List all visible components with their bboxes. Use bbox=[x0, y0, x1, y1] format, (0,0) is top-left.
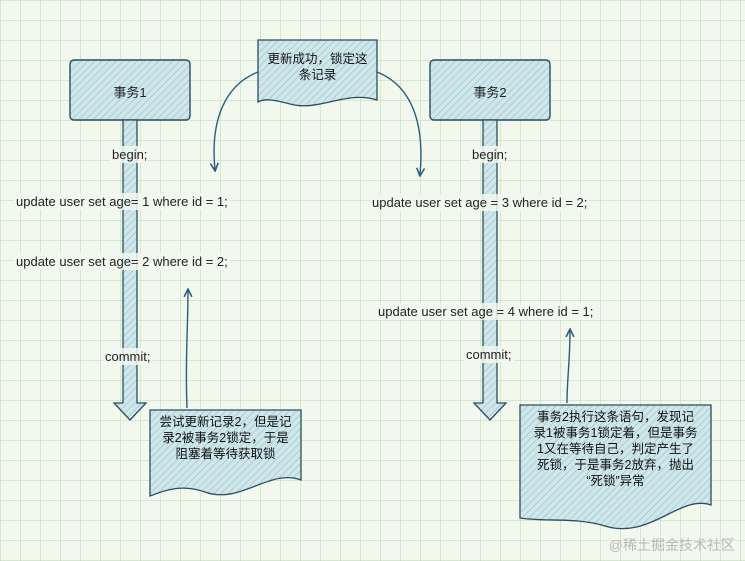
tx2-step-update-2: update user set age = 4 where id = 1; bbox=[376, 303, 596, 320]
top-note-shape bbox=[257, 39, 378, 107]
top-note-line: 条记录 bbox=[298, 68, 337, 82]
tx1-step-update-1: update user set age= 1 where id = 1; bbox=[14, 193, 230, 210]
tx2-step-begin: begin; bbox=[470, 146, 510, 163]
tx2-box bbox=[429, 59, 551, 121]
tx2-note-shape bbox=[519, 404, 712, 530]
tx2-timeline-arrow bbox=[472, 119, 508, 421]
tx1-note-line: 尝试更新记录2，但是记 bbox=[159, 415, 292, 429]
tx2-note-line: “死锁”异常 bbox=[586, 474, 645, 488]
tx1-step-commit: commit; bbox=[103, 348, 153, 365]
tx1-note-text: 尝试更新记录2，但是记 录2被事务2锁定，于是 阻塞着等待获取锁 bbox=[150, 414, 301, 462]
tx1-timeline-arrow bbox=[112, 119, 148, 421]
watermark: @稀土掘金技术社区 bbox=[608, 537, 735, 553]
tx2-step-update-1: update user set age = 3 where id = 2; bbox=[370, 194, 590, 211]
tx1-note-shape bbox=[149, 409, 302, 497]
tx1-note-line: 阻塞着等待获取锁 bbox=[175, 447, 276, 461]
tx2-note-line: 1又在等待自己，判定产生了 bbox=[537, 442, 694, 456]
tx1-note-arrow bbox=[186, 290, 188, 409]
top-note-line: 更新成功，锁定这 bbox=[267, 52, 368, 66]
tx1-title: 事务1 bbox=[113, 85, 147, 100]
top-note-text: 更新成功，锁定这 条记录 bbox=[258, 51, 377, 83]
tx2-note-text: 事务2执行这条语句，发现记 录1被事务1锁定着，但是事务 1又在等待自己，判定产… bbox=[520, 409, 711, 489]
top-note-arrow-left bbox=[214, 71, 259, 170]
tx2-note-line: 死锁，于是事务2放弃，抛出 bbox=[537, 458, 694, 472]
tx2-title: 事务2 bbox=[473, 85, 507, 100]
tx1-note-line: 录2被事务2锁定，于是 bbox=[162, 431, 289, 445]
tx2-note-line: 事务2执行这条语句，发现记 bbox=[537, 410, 694, 424]
tx2-note-line: 录1被事务1锁定着，但是事务 bbox=[533, 426, 698, 440]
top-note-arrow-right bbox=[376, 71, 421, 175]
tx2-note-arrow bbox=[567, 330, 570, 404]
tx1-box bbox=[69, 59, 191, 121]
tx2-step-commit: commit; bbox=[464, 346, 514, 363]
tx1-step-begin: begin; bbox=[110, 146, 150, 163]
tx1-step-update-2: update user set age= 2 where id = 2; bbox=[14, 253, 230, 270]
